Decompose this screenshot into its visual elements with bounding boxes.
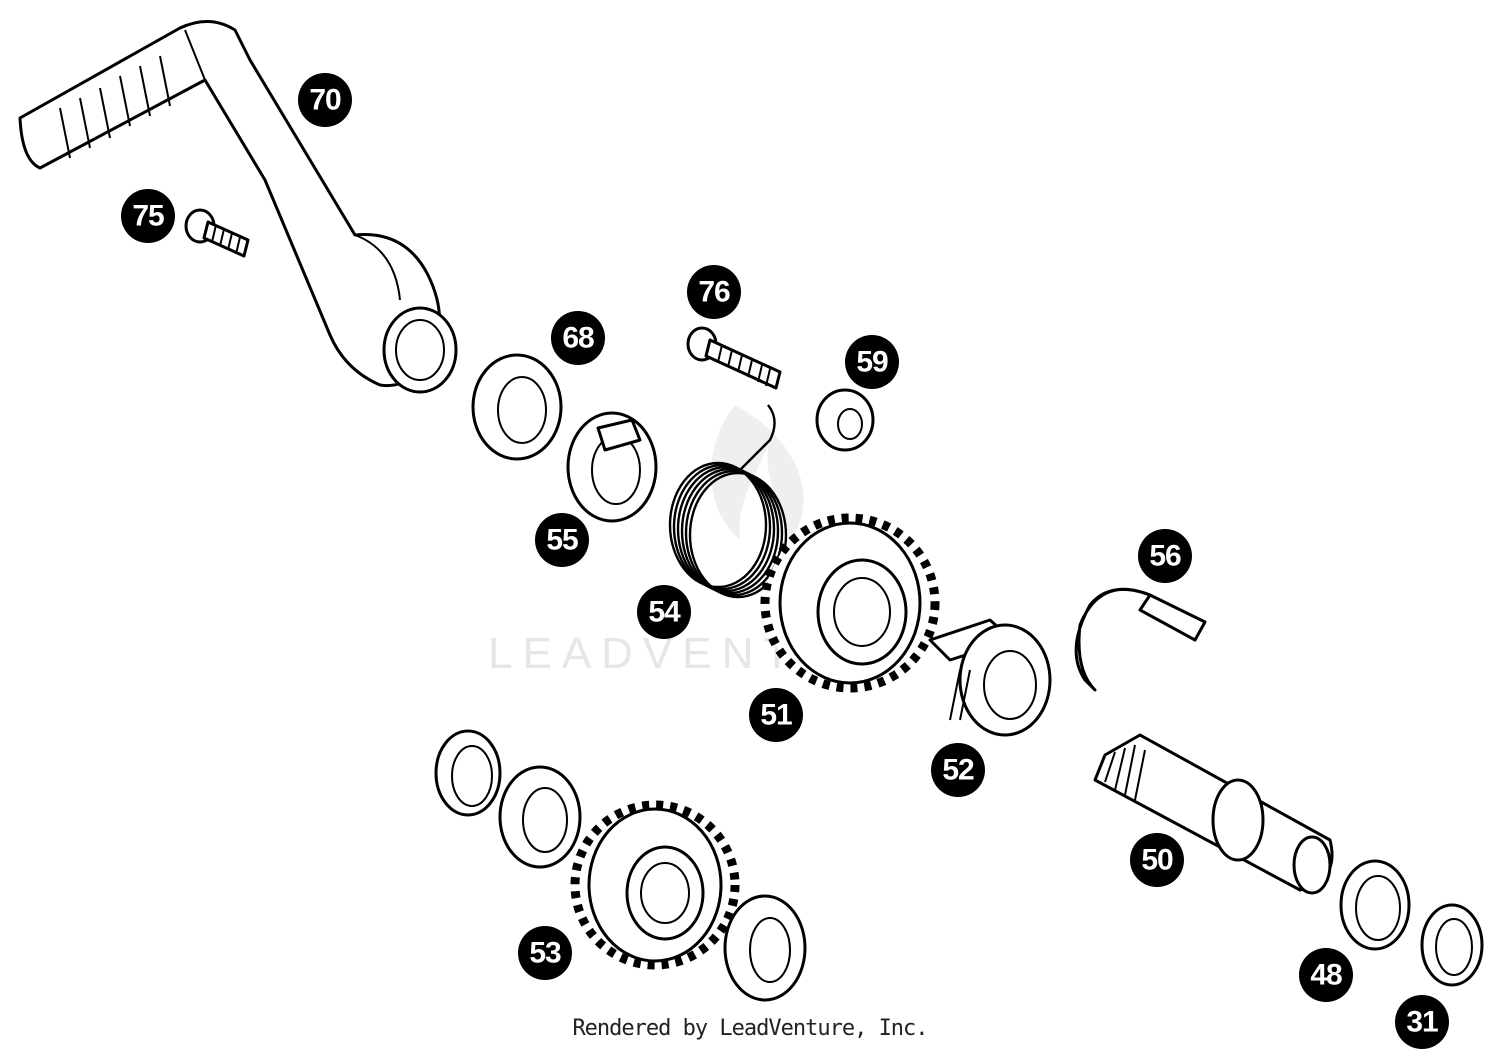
callout-label: 56 [1149, 540, 1181, 573]
callout-label: 70 [309, 84, 341, 117]
gear-51-part [760, 513, 940, 693]
washer-lower-2-part [723, 894, 807, 1002]
callout-52: 52 [931, 743, 985, 797]
callout-label: 55 [546, 524, 578, 557]
credit-text: Rendered by LeadVenture, Inc. [572, 1016, 928, 1041]
callout-54: 54 [637, 585, 691, 639]
callout-label: 68 [562, 322, 594, 355]
washer-68-part [471, 353, 563, 461]
callout-76: 76 [687, 265, 741, 319]
callout-label: 51 [760, 699, 792, 732]
callout-label: 59 [856, 346, 888, 379]
circlip-lower-part [434, 729, 502, 817]
callout-48: 48 [1299, 948, 1353, 1002]
washer-31-part [1420, 903, 1484, 987]
callout-label: 52 [942, 754, 974, 787]
callout-label: 50 [1141, 844, 1173, 877]
washer-lower-part [498, 765, 582, 869]
spring-54-part [668, 404, 788, 599]
callout-70: 70 [298, 73, 352, 127]
callout-label: 53 [529, 937, 561, 970]
callout-31: 31 [1395, 995, 1449, 1049]
clip-56-part [1074, 587, 1207, 692]
callout-label: 48 [1310, 959, 1342, 992]
callout-50: 50 [1130, 833, 1184, 887]
circlip-48-part [1339, 859, 1411, 951]
callout-68: 68 [551, 311, 605, 365]
guide-55-part [566, 411, 658, 523]
shaft-50-part [1093, 733, 1334, 895]
callout-label: 75 [132, 200, 164, 233]
callout-51: 51 [749, 688, 803, 742]
callout-label: 54 [648, 596, 681, 629]
bolt-75-part [184, 208, 250, 258]
ratchet-52-part [928, 618, 1052, 737]
callout-59: 59 [845, 335, 899, 389]
kick-lever-part [18, 20, 458, 394]
gear-53-part [570, 800, 740, 970]
callout-55: 55 [535, 513, 589, 567]
callout-53: 53 [518, 926, 572, 980]
callout-75: 75 [121, 189, 175, 243]
bolt-76-part [686, 326, 782, 390]
callout-label: 76 [698, 276, 730, 309]
callout-56: 56 [1138, 529, 1192, 583]
spacer-59-part [815, 388, 875, 452]
callout-label: 31 [1406, 1006, 1438, 1039]
